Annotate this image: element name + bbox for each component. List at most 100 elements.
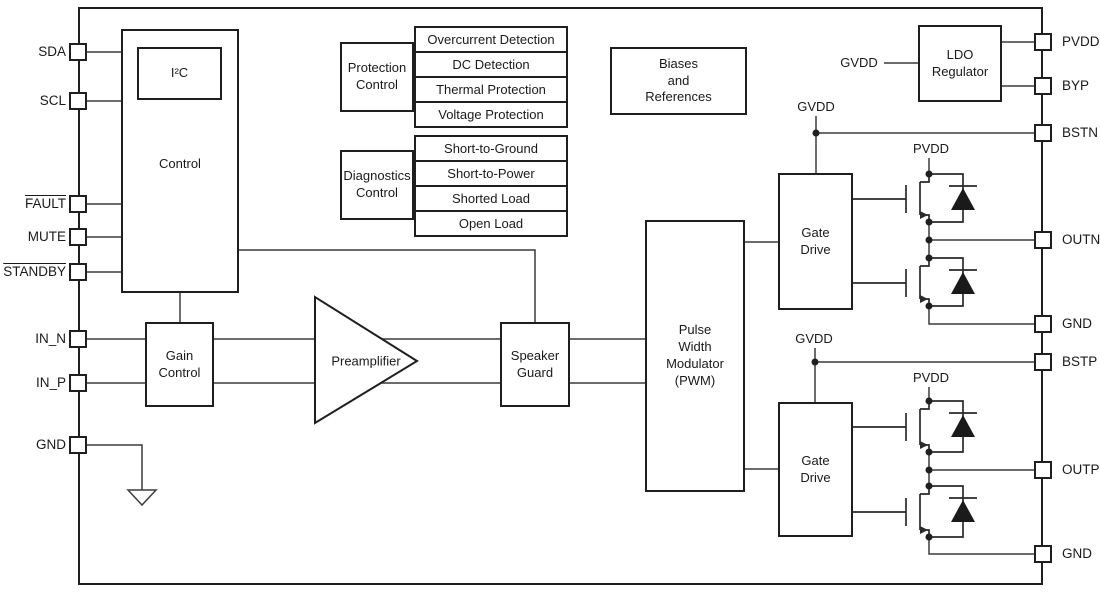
- junction-dot: [812, 129, 820, 137]
- protection-item: Overcurrent Detection: [427, 32, 555, 47]
- protection-control-label: Protection Control: [347, 60, 407, 92]
- pin-byp: [1034, 77, 1052, 95]
- pin-outp: [1034, 461, 1052, 479]
- pin-label-in-p: IN_P: [0, 374, 66, 392]
- gvdd-bstn-net: [815, 116, 1043, 173]
- mosfet-highside-n: [853, 173, 977, 223]
- mosfet-highside-p: [853, 400, 977, 453]
- junction-dot: [925, 397, 933, 405]
- pin-label-text: IN_N: [35, 331, 66, 346]
- pin-label-outp: OUTP: [1062, 462, 1100, 477]
- biases-references-label: Biases and References: [645, 55, 712, 105]
- gate-drive-n-label: Gate Drive: [800, 224, 831, 257]
- pin-in-p: [69, 374, 87, 392]
- junction-dot: [925, 254, 933, 262]
- gate-drive-p-block: Gate Drive: [778, 402, 853, 537]
- gate-drive-n-block: Gate Drive: [778, 173, 853, 310]
- pin-fault: [69, 195, 87, 213]
- pin-bstn: [1034, 124, 1052, 142]
- gnd-wire: [87, 444, 143, 490]
- gate-drive-p-label: Gate Drive: [800, 452, 831, 485]
- ldo-regulator-label: LDO Regulator: [931, 46, 989, 79]
- speaker-guard-label: Speaker Guard: [510, 347, 560, 380]
- diagnostics-item: Open Load: [416, 210, 566, 235]
- pin-label-bstp: BSTP: [1062, 354, 1098, 369]
- junction-dot: [925, 466, 933, 474]
- pin-pvdd: [1034, 33, 1052, 51]
- pin-label-gnd-left: GND: [0, 436, 66, 454]
- pin-label-text: IN_P: [35, 375, 66, 390]
- protection-item: Thermal Protection: [416, 76, 566, 101]
- gvdd-bstp-net-label: GVDD: [795, 331, 833, 346]
- pin-label-sda: SDA: [0, 43, 66, 61]
- biases-references-block: Biases and References: [610, 47, 747, 115]
- pwm-label: Pulse Width Modulator (PWM): [666, 322, 724, 388]
- pin-label-outn: OUTN: [1062, 232, 1100, 247]
- pin-gnd-left: [69, 436, 87, 454]
- gvdd-bstp-net: [814, 348, 1043, 402]
- pin-label-mute: MUTE: [0, 228, 66, 246]
- body-diode: [951, 188, 975, 210]
- junction-dot: [925, 170, 933, 178]
- junction-dot: [925, 302, 933, 310]
- protection-detection-list: Overcurrent Detection DC Detection Therm…: [414, 26, 568, 128]
- body-diode: [951, 272, 975, 294]
- pin-label-in-n: IN_N: [0, 330, 66, 348]
- control-block-label: Control: [159, 156, 201, 172]
- pin-label-byp: BYP: [1062, 78, 1090, 93]
- junction-dot: [925, 218, 933, 226]
- gvdd-ldo-net-label: GVDD: [840, 55, 878, 70]
- control-to-speakerguard-wire: [239, 249, 536, 322]
- pin-in-n: [69, 330, 87, 348]
- body-diode: [951, 415, 975, 437]
- speaker-guard-block: Speaker Guard: [500, 322, 570, 407]
- diagnostics-item: Shorted Load: [416, 185, 566, 210]
- junction-dots: [811, 129, 933, 541]
- diagnostics-detection-list: Short-to-Ground Short-to-Power Shorted L…: [414, 135, 568, 237]
- junction-dot: [925, 448, 933, 456]
- i2c-block-label: I²C: [170, 65, 189, 81]
- pin-label-gnd-n: GND: [1062, 316, 1092, 331]
- pin-label-pvdd: PVDD: [1062, 34, 1100, 49]
- pin-label-text: GND: [36, 437, 66, 452]
- gain-control-label: Gain Control: [158, 347, 201, 380]
- junction-dot: [925, 482, 933, 490]
- pin-gnd-n: [1034, 315, 1052, 333]
- diagnostics-item: Short-to-Power: [416, 160, 566, 185]
- diagnostics-item: Short-to-Ground: [444, 141, 538, 156]
- i2c-block: I²C: [137, 47, 222, 100]
- pin-label-gnd-p: GND: [1062, 546, 1092, 561]
- pwm-block: Pulse Width Modulator (PWM): [645, 220, 745, 492]
- junction-dot: [811, 358, 819, 366]
- pin-label-text: SCL: [39, 93, 66, 108]
- junction-dot: [925, 236, 933, 244]
- junction-dot: [925, 533, 933, 541]
- protection-item: Voltage Protection: [416, 101, 566, 126]
- protection-item: DC Detection: [416, 51, 566, 76]
- pin-label-fault: FAULT: [0, 195, 66, 213]
- pin-label-text: MUTE: [27, 229, 66, 244]
- pin-label-scl: SCL: [0, 92, 66, 110]
- pin-label-text: SDA: [38, 44, 66, 59]
- pvdd-n-net-label: PVDD: [912, 141, 950, 156]
- body-diode: [951, 500, 975, 522]
- pin-sda: [69, 43, 87, 61]
- pin-standby: [69, 263, 87, 281]
- pin-gnd-p: [1034, 545, 1052, 563]
- source-arrow: [920, 295, 928, 303]
- pin-label-standby: STANDBY: [0, 263, 66, 281]
- pin-label-text: STANDBY: [3, 264, 66, 279]
- pin-label-text: FAULT: [24, 196, 66, 211]
- pin-bstp: [1034, 353, 1052, 371]
- diagnostics-control-label: Diagnostics Control: [343, 168, 411, 200]
- pin-scl: [69, 92, 87, 110]
- pvdd-p-net-label: PVDD: [912, 370, 950, 385]
- gvdd-bstn-net-label: GVDD: [797, 99, 835, 114]
- pin-label-bstn: BSTN: [1062, 125, 1099, 140]
- source-arrow: [920, 441, 928, 449]
- gain-control-block: Gain Control: [145, 322, 214, 407]
- source-arrow: [920, 526, 928, 534]
- mosfet-lowside-n: [853, 257, 977, 307]
